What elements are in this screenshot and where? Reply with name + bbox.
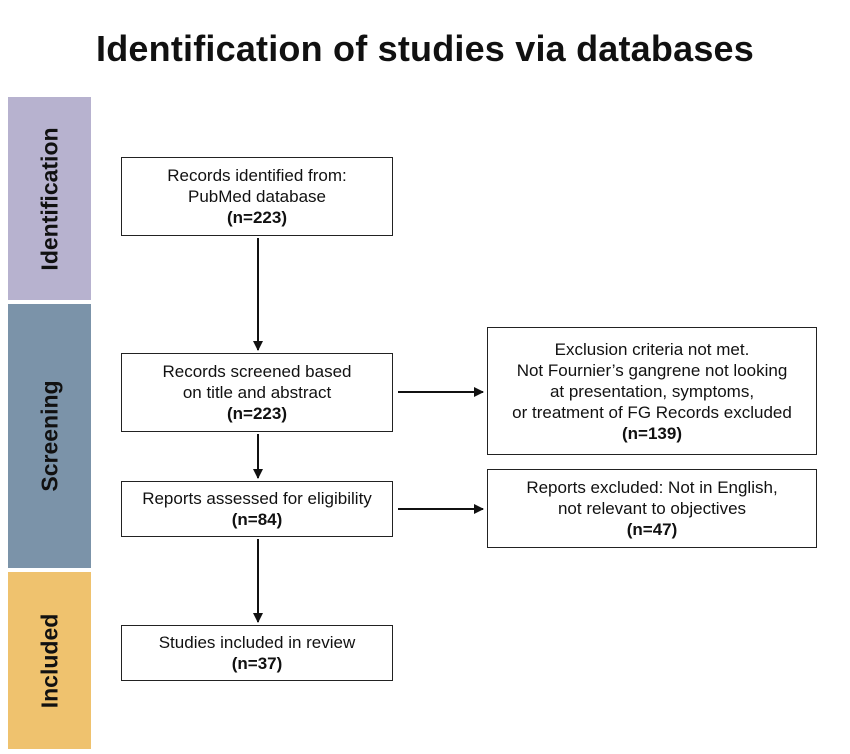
records-identified-line-1: Records identified from: <box>167 166 347 185</box>
reports-assessed-box: Reports assessed for eligibility (n=84) <box>121 481 393 537</box>
exclusion-criteria-line-3: at presentation, symptoms, <box>549 381 755 401</box>
studies-included-box: Studies included in review (n=37) <box>121 625 393 681</box>
records-screened-line-2: on title and abstract <box>182 383 332 402</box>
diagram-title: Identification of studies via databases <box>96 28 754 69</box>
studies-included-line-1: Studies included in review <box>158 633 356 652</box>
studies-included-count: (n=37) <box>231 654 283 673</box>
records-identified-count: (n=223) <box>227 208 287 227</box>
exclusion-criteria-box: Exclusion criteria not met. Not Fournier… <box>487 327 817 455</box>
reports-excluded-box: Reports excluded: Not in English, not re… <box>487 469 817 548</box>
exclusion-criteria-line-1: Exclusion criteria not met. <box>554 339 750 359</box>
records-screened-line-1: Records screened based <box>162 362 352 381</box>
reports-excluded-line-2: not relevant to objectives <box>557 499 747 518</box>
records-screened-box: Records screened based on title and abst… <box>121 353 393 432</box>
exclusion-criteria-line-2: Not Fournier’s gangrene not looking <box>516 360 788 380</box>
records-identified-line-2: PubMed database <box>188 187 326 206</box>
phase-identification: Identification <box>8 97 91 300</box>
exclusion-criteria-count: (n=139) <box>622 423 682 443</box>
reports-excluded-count: (n=47) <box>626 520 678 539</box>
phase-included: Included <box>8 572 91 749</box>
phase-screening: Screening <box>8 304 91 568</box>
exclusion-criteria-line-4: or treatment of FG Records excluded <box>512 402 792 422</box>
reports-assessed-count: (n=84) <box>231 510 283 529</box>
records-identified-box: Records identified from: PubMed database… <box>121 157 393 236</box>
records-screened-count: (n=223) <box>227 404 287 423</box>
reports-excluded-line-1: Reports excluded: Not in English, <box>526 478 778 497</box>
reports-assessed-line-1: Reports assessed for eligibility <box>142 489 372 508</box>
